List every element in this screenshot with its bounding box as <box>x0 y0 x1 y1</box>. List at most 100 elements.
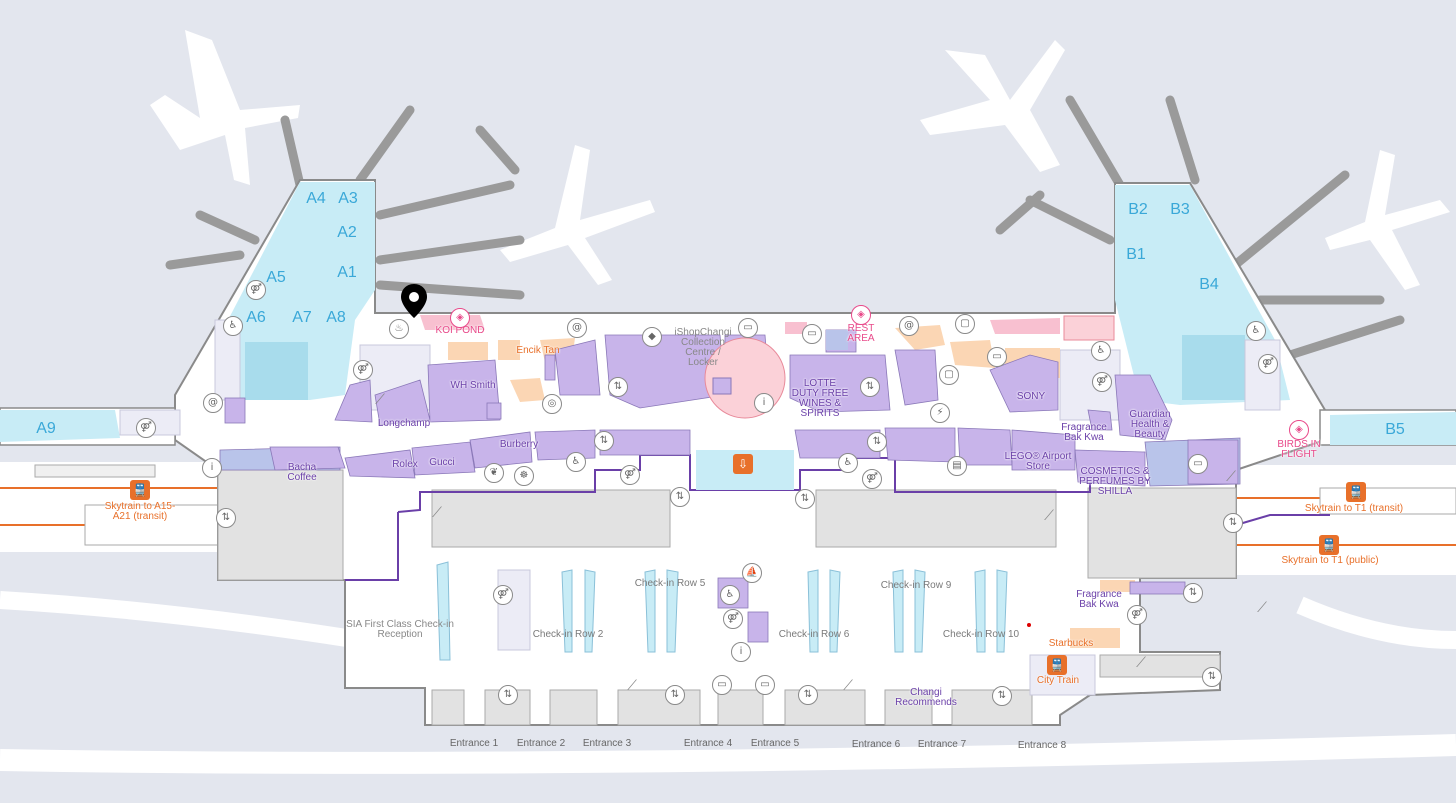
tv-icon[interactable]: ▭ <box>712 675 732 695</box>
accessible-toilet-icon[interactable]: ♿ <box>223 316 243 336</box>
label-entrance-1[interactable]: Entrance 1 <box>449 738 499 749</box>
label-rest-area[interactable]: REST AREA <box>847 323 875 344</box>
toilet-icon[interactable]: ⚤ <box>620 465 640 485</box>
lift-icon[interactable]: ⇅ <box>608 377 628 397</box>
lift-icon[interactable]: ⇅ <box>665 685 685 705</box>
toilet-icon[interactable]: ⚤ <box>493 585 513 605</box>
accessible-toilet-icon[interactable]: ♿ <box>838 453 858 473</box>
label-bacha-coffee[interactable]: Bacha Coffee <box>287 462 317 483</box>
charging-icon[interactable]: ⚡ <box>930 403 950 423</box>
info-icon[interactable]: i <box>731 642 751 662</box>
lift-icon[interactable]: ⇅ <box>670 487 690 507</box>
label-entrance-7[interactable]: Entrance 7 <box>917 739 967 750</box>
label-skytrain-t1-public[interactable]: Skytrain to T1 (public) <box>1281 555 1379 566</box>
lift-icon[interactable]: ⇅ <box>798 685 818 705</box>
info-icon[interactable]: i <box>754 393 774 413</box>
gaming-icon[interactable]: ◎ <box>542 394 562 414</box>
jet-bridges <box>165 95 1405 360</box>
accessible-toilet-icon[interactable]: ♿ <box>566 452 586 472</box>
label-entrance-5[interactable]: Entrance 5 <box>750 738 800 749</box>
toilet-icon[interactable]: ⚤ <box>353 360 373 380</box>
accessible-toilet-icon[interactable]: ♿ <box>1091 341 1111 361</box>
sailboat-icon[interactable]: ⛵ <box>742 563 762 583</box>
skytrain-icon[interactable]: 🚆 <box>1346 482 1366 502</box>
skytrain-left-track <box>0 462 221 552</box>
lift-icon[interactable]: ⇅ <box>1223 513 1243 533</box>
label-wh-smith[interactable]: WH Smith <box>450 380 496 391</box>
label-birds-in-flight[interactable]: BIRDS IN FLIGHT <box>1277 439 1321 460</box>
label-skytrain-t1-transit[interactable]: Skytrain to T1 (transit) <box>1304 503 1404 514</box>
accessible-toilet-icon[interactable]: ♿ <box>1246 321 1266 341</box>
label-lotte[interactable]: LOTTE DUTY FREE WINES & SPIRITS <box>791 378 849 419</box>
baggage-icon[interactable]: ▤ <box>947 456 967 476</box>
meditation-icon[interactable]: ☸ <box>514 466 534 486</box>
lift-icon[interactable]: ⇅ <box>594 431 614 451</box>
shoes-icon[interactable]: ◆ <box>642 327 662 347</box>
gate-b1: B1 <box>1126 246 1146 263</box>
lift-icon[interactable]: ⇅ <box>992 686 1012 706</box>
toilet-icon[interactable]: ⚤ <box>1092 372 1112 392</box>
label-sia-first-class[interactable]: SIA First Class Check-in Reception <box>346 619 454 640</box>
tv-screen-icon[interactable]: ▢ <box>955 314 975 334</box>
lift-icon[interactable]: ⇅ <box>795 489 815 509</box>
skytrain-icon[interactable]: 🚆 <box>1319 535 1339 555</box>
lift-icon[interactable]: ⇅ <box>216 508 236 528</box>
rest-area-icon[interactable]: ◈ <box>851 305 871 325</box>
label-city-train[interactable]: City Train <box>1036 675 1080 686</box>
wifi-at-icon[interactable]: @ <box>203 393 223 413</box>
lift-icon[interactable]: ⇅ <box>498 685 518 705</box>
gate-a9: A9 <box>36 420 56 437</box>
koi-pond-icon[interactable]: ◈ <box>450 308 470 328</box>
toilet-icon[interactable]: ⚤ <box>136 418 156 438</box>
label-lego[interactable]: LEGO® Airport Store <box>1004 451 1072 472</box>
label-burberry[interactable]: Burberry <box>499 439 539 450</box>
tv-icon[interactable]: ▭ <box>987 347 1007 367</box>
toilet-icon[interactable]: ⚤ <box>246 280 266 300</box>
label-fragrance-bak-kwa-2[interactable]: Fragrance Bak Kwa <box>1076 589 1122 610</box>
lift-icon[interactable]: ⇅ <box>860 377 880 397</box>
label-starbucks[interactable]: Starbucks <box>1048 638 1094 649</box>
tv-icon[interactable]: ▭ <box>1188 454 1208 474</box>
lift-icon[interactable]: ⇅ <box>867 432 887 452</box>
label-entrance-6[interactable]: Entrance 6 <box>851 739 901 750</box>
info-icon[interactable]: i <box>202 458 222 478</box>
smoking-area-icon[interactable]: ♨ <box>389 319 409 339</box>
birds-in-flight-icon[interactable]: ◈ <box>1289 420 1309 440</box>
leaf-icon[interactable]: ❦ <box>484 463 504 483</box>
tv-icon[interactable]: ▭ <box>802 324 822 344</box>
wifi-at-icon[interactable]: @ <box>567 318 587 338</box>
label-entrance-3[interactable]: Entrance 3 <box>582 738 632 749</box>
label-changi-recommends[interactable]: Changi Recommends <box>895 687 957 708</box>
label-encik-tan[interactable]: Encik Tan <box>516 345 560 356</box>
label-ishopchangi[interactable]: iShopChangi Collection Centre / Locker <box>674 327 732 368</box>
gate-b4: B4 <box>1199 276 1219 293</box>
toilet-icon[interactable]: ⚤ <box>1258 354 1278 374</box>
label-entrance-2[interactable]: Entrance 2 <box>516 738 566 749</box>
lift-icon[interactable]: ⇅ <box>1202 667 1222 687</box>
label-checkin-row-6: Check-in Row 6 <box>778 629 850 640</box>
skytrain-icon[interactable]: 🚆 <box>130 480 150 500</box>
tv-screen-icon[interactable]: ▢ <box>939 365 959 385</box>
toilet-icon[interactable]: ⚤ <box>862 469 882 489</box>
lift-icon[interactable]: ⇅ <box>1183 583 1203 603</box>
label-guardian[interactable]: Guardian Health & Beauty <box>1129 409 1171 440</box>
baggage-service-icon[interactable]: ⇩ <box>733 454 753 474</box>
accessible-toilet-icon[interactable]: ♿ <box>720 585 740 605</box>
label-cosmetics[interactable]: COSMETICS & PERFUMES BY SHILLA <box>1079 466 1151 497</box>
label-koi-pond[interactable]: KOI POND <box>435 325 485 336</box>
label-sony[interactable]: SONY <box>1016 391 1046 402</box>
tv-icon[interactable]: ▭ <box>738 318 758 338</box>
label-gucci[interactable]: Gucci <box>429 457 455 468</box>
tv-icon[interactable]: ▭ <box>755 675 775 695</box>
city-train-icon[interactable]: 🚆 <box>1047 655 1067 675</box>
label-longchamp[interactable]: Longchamp <box>377 418 431 429</box>
label-skytrain-a15[interactable]: Skytrain to A15-A21 (transit) <box>104 501 176 522</box>
wifi-at-icon[interactable]: @ <box>899 316 919 336</box>
label-rolex[interactable]: Rolex <box>392 459 418 470</box>
toilet-icon[interactable]: ⚤ <box>723 609 743 629</box>
label-entrance-4[interactable]: Entrance 4 <box>683 738 733 749</box>
label-fragrance-bak-kwa[interactable]: Fragrance Bak Kwa <box>1061 422 1107 443</box>
toilet-icon[interactable]: ⚤ <box>1127 605 1147 625</box>
label-entrance-8[interactable]: Entrance 8 <box>1017 740 1067 751</box>
